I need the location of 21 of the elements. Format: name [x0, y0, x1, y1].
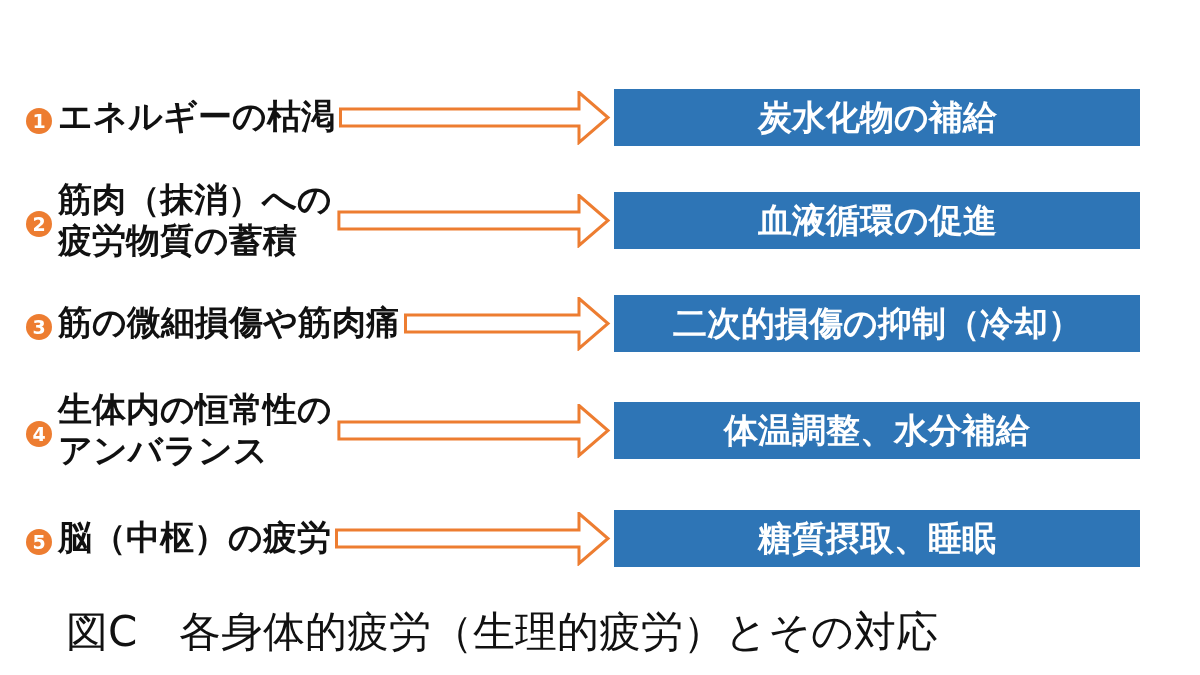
fatigue-cause-text: 生体内の恒常性のアンバランス: [58, 388, 333, 472]
remedy-box: 体温調整、水分補給: [614, 402, 1140, 459]
number-badge: 1: [26, 107, 52, 134]
number-badge: 2: [26, 210, 52, 237]
number-badge: 3: [26, 313, 52, 340]
remedy-box: 糖質摂取、睡眠: [614, 510, 1140, 567]
number-badge: 4: [26, 420, 52, 447]
block-arrow: [335, 512, 610, 565]
block-arrow: [337, 194, 610, 247]
fatigue-cause-text: 筋の微細損傷や筋肉痛: [58, 302, 400, 344]
number-badge: 5: [26, 528, 52, 555]
figure-caption: 図C 各身体的疲労（生理的疲労）とその対応: [66, 606, 939, 658]
remedy-box: 炭水化物の補給: [614, 89, 1140, 146]
fatigue-cause-text: 脳（中枢）の疲労: [58, 517, 331, 559]
block-arrow: [337, 404, 610, 457]
remedy-box: 二次的損傷の抑制（冷却）: [614, 295, 1140, 352]
fatigue-cause-text: エネルギーの枯渇: [58, 96, 335, 138]
fatigue-cause-text: 筋肉（抹消）への疲労物質の蓄積: [58, 178, 333, 262]
remedy-box: 血液循環の促進: [614, 192, 1140, 249]
block-arrow: [339, 91, 610, 144]
block-arrow: [404, 297, 610, 350]
